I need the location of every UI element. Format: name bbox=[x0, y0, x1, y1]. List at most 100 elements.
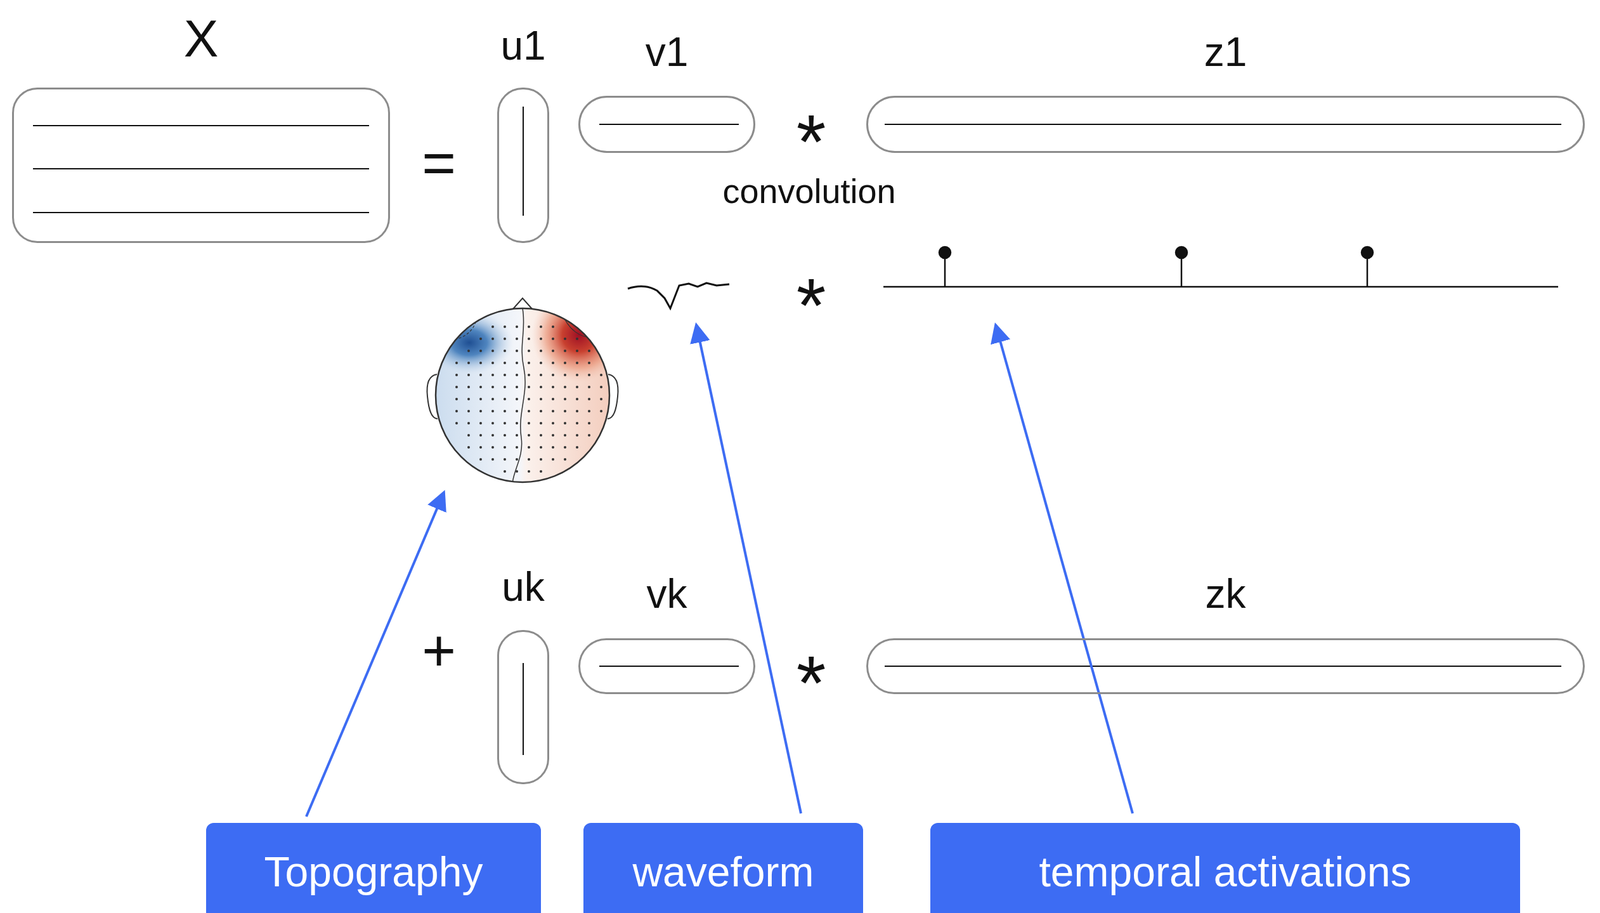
sensor-dot bbox=[563, 457, 567, 461]
sensor-dot bbox=[575, 445, 579, 449]
sensor-dot bbox=[563, 433, 567, 437]
sensor-dot bbox=[527, 337, 531, 340]
matrix-label: z1 bbox=[866, 8, 1585, 96]
sensor-dot bbox=[551, 361, 555, 365]
sensor-dot bbox=[479, 397, 482, 401]
sensor-dot bbox=[575, 373, 579, 377]
sensor-dot bbox=[563, 373, 567, 377]
sensor-dot bbox=[503, 469, 507, 473]
sensor-dot bbox=[479, 361, 482, 365]
matrix-label: X bbox=[12, 0, 391, 88]
sensor-dot bbox=[515, 445, 519, 449]
callout-box: Topography bbox=[206, 822, 541, 913]
sensor-dot bbox=[503, 373, 507, 377]
sensor-dot bbox=[587, 433, 591, 437]
sensor-dot bbox=[491, 373, 495, 377]
sensor-dot bbox=[539, 421, 543, 425]
sensor-dot bbox=[515, 325, 519, 328]
sensor-dot bbox=[515, 373, 519, 377]
sensor-dot bbox=[575, 385, 579, 389]
sensor-dot bbox=[551, 421, 555, 425]
leader-arrows bbox=[306, 324, 1133, 817]
sensor-dot bbox=[587, 397, 591, 401]
sensor-dot bbox=[503, 385, 507, 389]
callout-box: waveform bbox=[583, 822, 864, 913]
matrix-label: vk bbox=[578, 549, 756, 638]
sensor-dot bbox=[503, 349, 507, 352]
sensor-dot bbox=[599, 409, 603, 413]
sensor-dot bbox=[527, 361, 531, 365]
sensor-dot bbox=[563, 361, 567, 365]
sensor-dot bbox=[479, 373, 482, 377]
sensor-dot bbox=[467, 445, 470, 449]
sensor-dot bbox=[467, 361, 470, 365]
sensor-dot bbox=[551, 373, 555, 377]
sensor-dot bbox=[551, 409, 555, 413]
sensor-dot bbox=[575, 409, 579, 413]
sensor-dot bbox=[491, 361, 495, 365]
matrix-outline bbox=[497, 87, 550, 243]
sensor-dot bbox=[587, 349, 591, 352]
sensor-dot bbox=[587, 361, 591, 365]
sensor-dot bbox=[527, 385, 531, 389]
sensor-dot bbox=[599, 385, 603, 389]
sensor-dot bbox=[467, 433, 470, 437]
matrix-outline bbox=[497, 629, 550, 784]
sensor-dot bbox=[467, 409, 470, 413]
sensor-dot bbox=[467, 385, 470, 389]
sensor-dot bbox=[563, 445, 567, 449]
sensor-dot bbox=[587, 421, 591, 425]
sensor-dot bbox=[539, 445, 543, 449]
matrix-rows bbox=[32, 106, 1562, 755]
sensor-dot bbox=[467, 421, 470, 425]
sensor-dot bbox=[503, 433, 507, 437]
sensor-dot bbox=[515, 469, 519, 473]
convolution-symbol: * bbox=[796, 103, 827, 180]
matrix-label: uk bbox=[497, 543, 550, 630]
matrix-box: u1 bbox=[497, 3, 550, 243]
operator-note: convolution bbox=[722, 173, 896, 209]
sensor-dot bbox=[515, 349, 519, 352]
matrix-box: X bbox=[12, 0, 391, 243]
sensor-dot bbox=[503, 325, 507, 328]
sensor-dot bbox=[491, 409, 495, 413]
sensor-dot bbox=[503, 421, 507, 425]
sensor-dot bbox=[551, 445, 555, 449]
sensor-dot bbox=[515, 385, 519, 389]
sensor-dot bbox=[575, 361, 579, 365]
sensor-dot bbox=[527, 349, 531, 352]
sensor-dot bbox=[479, 433, 482, 437]
sensor-dot bbox=[491, 349, 495, 352]
sensor-dot bbox=[455, 421, 458, 425]
sensor-dot bbox=[527, 469, 531, 473]
sensor-dot bbox=[587, 373, 591, 377]
sensor-dot bbox=[515, 337, 519, 340]
sensor-dot bbox=[587, 385, 591, 389]
sensor-dot bbox=[563, 385, 567, 389]
matrix-label: u1 bbox=[497, 3, 550, 88]
sensor-dot bbox=[539, 457, 543, 461]
sensor-dot bbox=[575, 433, 579, 437]
sensor-dot bbox=[527, 409, 531, 413]
sensor-dot bbox=[503, 361, 507, 365]
sensor-dot bbox=[575, 421, 579, 425]
sensor-dot bbox=[455, 361, 458, 365]
sensor-dot bbox=[575, 337, 579, 340]
sensor-dot bbox=[551, 349, 555, 352]
sensor-dot bbox=[563, 421, 567, 425]
sensor-dot bbox=[527, 445, 531, 449]
matrix-outline bbox=[866, 95, 1585, 153]
sensor-dot bbox=[479, 409, 482, 413]
sensor-dot bbox=[491, 433, 495, 437]
sensor-dot bbox=[503, 457, 507, 461]
convolution-symbol: * bbox=[796, 644, 827, 721]
sensor-dot bbox=[539, 397, 543, 401]
matrix-box: v1 bbox=[578, 8, 756, 153]
sensor-dot bbox=[551, 433, 555, 437]
sensor-dot bbox=[527, 421, 531, 425]
topomap bbox=[424, 287, 627, 489]
sensor-dot bbox=[455, 397, 458, 401]
sensor-dot bbox=[539, 469, 543, 473]
matrix-box: z1 bbox=[866, 8, 1585, 153]
sensor-dot bbox=[527, 397, 531, 401]
